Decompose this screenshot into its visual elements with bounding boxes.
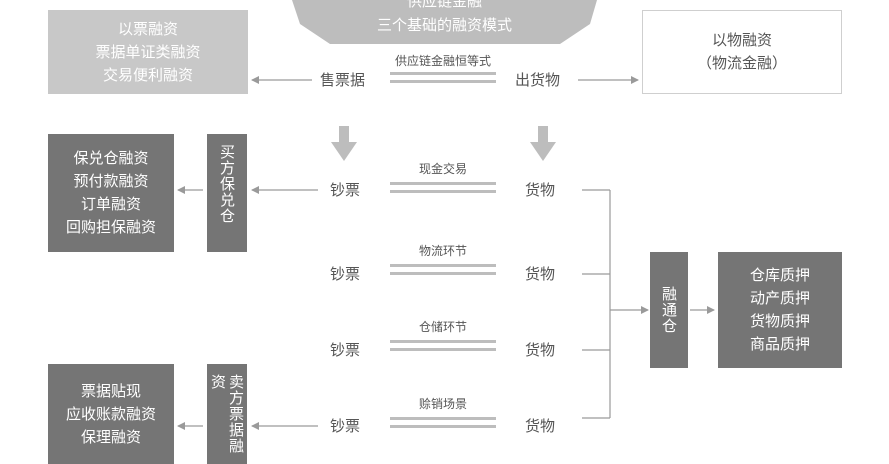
pledge-box: 仓库质押 动产质押 货物质押 商品质押 <box>718 252 842 368</box>
bill-financing-line: 票据单证类融资 <box>95 42 201 61</box>
row-caption: 赊销场景 <box>418 397 467 411</box>
buyer-financing-item: 预付款融资 <box>73 172 149 190</box>
cash-label: 钞票 <box>330 341 361 359</box>
row-caption: 物流环节 <box>418 244 467 258</box>
formula-caption: 供应链金融恒等式 <box>394 54 491 68</box>
row-bar <box>390 425 496 428</box>
formula-bar-bottom <box>390 80 496 83</box>
buyer-financing-item: 回购担保融资 <box>65 218 156 236</box>
goods-label: 货物 <box>525 265 556 283</box>
goods-bracket <box>582 189 611 419</box>
row-caption: 仓储环节 <box>418 320 467 334</box>
buyer-financing-item: 订单融资 <box>80 195 141 213</box>
seller-bill-label: 卖方票据融资 <box>209 374 245 454</box>
seller-financing-item: 票据贴现 <box>80 381 141 400</box>
buyer-financing-item: 保兑仓融资 <box>73 149 149 167</box>
buyer-financing-box: 保兑仓融资 预付款融资 订单融资 回购担保融资 <box>48 134 174 252</box>
cash-label: 钞票 <box>330 265 361 283</box>
seller-bill-label-box: 卖方票据融资 <box>207 364 247 464</box>
seller-financing-item: 应收账款融资 <box>65 404 156 423</box>
sell-bills-label: 售票据 <box>320 71 366 89</box>
buyer-guarantee-label-box: 买方保兑仓 <box>207 134 247 252</box>
pledge-item: 商品质押 <box>749 335 810 353</box>
pledge-item: 动产质押 <box>749 289 810 307</box>
cash-label: 钞票 <box>330 181 361 199</box>
buyer-guarantee-label: 买方保兑仓 <box>218 144 236 224</box>
row-bar <box>390 264 496 267</box>
pledge-item: 仓库质押 <box>749 266 810 284</box>
goods-label: 货物 <box>525 181 556 199</box>
banner-title: 供应链金融 <box>406 0 482 10</box>
seller-financing-item: 保理融资 <box>80 427 141 446</box>
hub-label-box: 融通仓 <box>650 252 688 368</box>
row-bar <box>390 182 496 185</box>
down-arrow-right <box>530 126 556 161</box>
formula-bar-top <box>390 72 496 75</box>
down-arrow-left <box>331 126 357 161</box>
bill-financing-box: 以票融资 票据单证类融资 交易便利融资 <box>48 10 248 94</box>
cash-label: 钞票 <box>330 417 361 435</box>
row-bar <box>390 190 496 193</box>
goods-financing-box: 以物融资 （物流金融） <box>642 10 842 94</box>
row-bar <box>390 348 496 351</box>
goods-label: 货物 <box>525 417 556 435</box>
row-bar <box>390 340 496 343</box>
bill-financing-line: 以票融资 <box>117 19 178 38</box>
pledge-item: 货物质押 <box>749 312 810 330</box>
bill-financing-line: 交易便利融资 <box>102 65 193 84</box>
seller-financing-box: 票据贴现 应收账款融资 保理融资 <box>48 364 174 464</box>
banner-shape <box>292 0 597 44</box>
goods-label: 货物 <box>525 341 556 359</box>
row-bar <box>390 272 496 275</box>
row-bar <box>390 417 496 420</box>
ship-goods-label: 出货物 <box>515 71 561 89</box>
banner-subtitle: 三个基础的融资模式 <box>376 16 512 34</box>
row-caption: 现金交易 <box>418 162 467 176</box>
hub-label: 融通仓 <box>660 286 678 334</box>
goods-financing-line: 以物融资 <box>711 31 772 49</box>
goods-financing-line: （物流金融） <box>696 54 787 72</box>
